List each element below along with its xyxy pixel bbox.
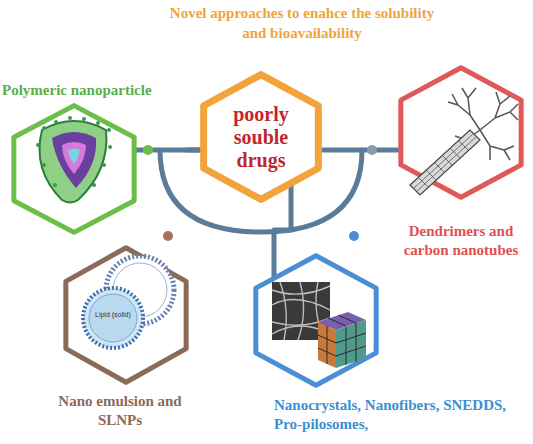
hexagon-outline (397, 65, 525, 200)
approach-hexagon: Nanocrystals, Nanofibers, SNEDDS, Pro-pi… (252, 253, 380, 388)
hexagon-outline (252, 253, 380, 388)
diagram-title: Novel approaches to enahce the solubilit… (162, 3, 442, 43)
connector-line (318, 148, 401, 153)
connector-dot (163, 231, 173, 241)
hexagon-shape (66, 248, 186, 382)
approach-label: Dendrimers and carbon nanotubes (389, 222, 533, 260)
approach-label: Polymeric nanoparticle (2, 81, 202, 100)
connector-dot (367, 145, 377, 155)
approach-hexagon: Dendrimers and carbon nanotubes (397, 65, 525, 200)
approach-label: Nano emulsion and SLNPs (40, 392, 200, 430)
hexagon-shape (14, 106, 134, 233)
connector-dot (143, 145, 153, 155)
central-hexagon: poorly souble drugs (200, 72, 322, 202)
hexagon-shape (401, 68, 521, 198)
part-label: Lipid (solid) (95, 311, 131, 318)
approach-label: Nanocrystals, Nanofibers, SNEDDS, Pro-pi… (274, 396, 514, 434)
connector-line (134, 148, 204, 153)
hexagon-outline (10, 103, 138, 235)
connector-line (274, 184, 291, 277)
central-label: poorly souble drugs (216, 72, 306, 202)
connector-dot (349, 231, 359, 241)
approach-hexagon: Polymeric nanoparticle (10, 103, 138, 235)
hexagon-shape (256, 256, 376, 386)
